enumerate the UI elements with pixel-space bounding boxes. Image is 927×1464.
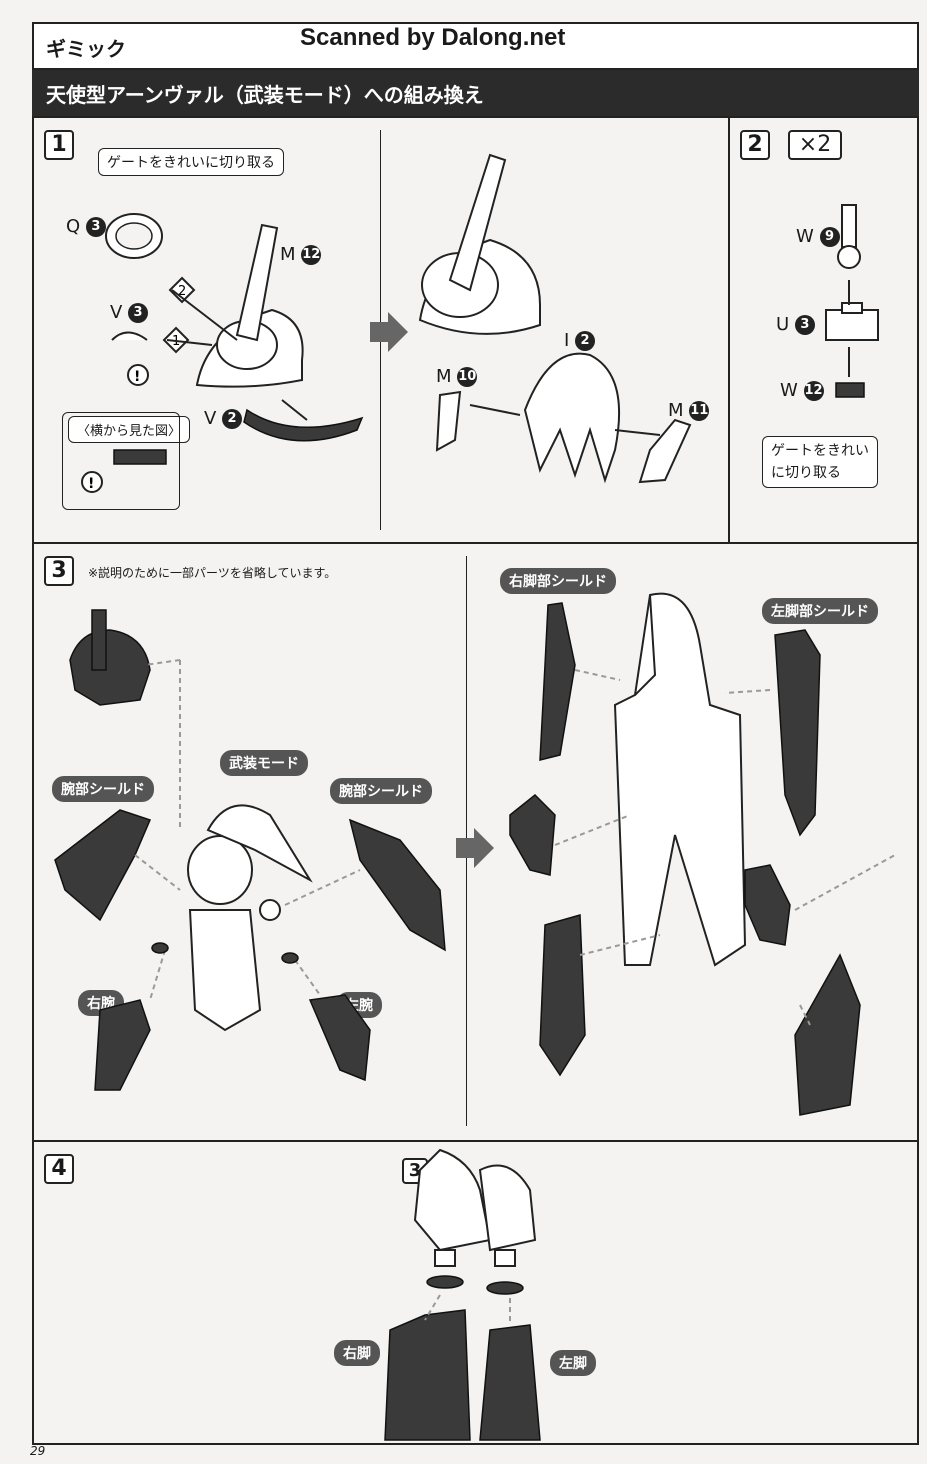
part-label-m12: M 12 xyxy=(280,244,322,265)
section-header: ギミック Scanned by Dalong.net xyxy=(32,22,919,70)
label-armed-mode: 武装モード xyxy=(220,750,308,776)
part-label-v3: V 3 xyxy=(110,302,149,323)
step-2-number: 2 xyxy=(740,130,770,160)
step3-note: ※説明のために一部パーツを省略しています。 xyxy=(88,566,337,580)
label-left-leg-shield: 左脚部シールド xyxy=(762,598,878,624)
step3-left-illustration xyxy=(54,609,446,1091)
page-number: 29 xyxy=(30,1444,46,1458)
part-label-m11: M 11 xyxy=(668,400,710,421)
section-title: ギミック xyxy=(46,37,126,61)
part-label-q3: Q 3 xyxy=(66,216,106,237)
label-left-leg: 左脚 xyxy=(550,1350,596,1376)
label-right-leg-shield: 右脚部シールド xyxy=(500,568,616,594)
part-label-v2: V 2 xyxy=(204,408,243,429)
part-label-w9: W 9 xyxy=(796,226,840,247)
step-arrow xyxy=(370,312,408,352)
side-view-callout: 〈横から見た図〉 xyxy=(68,416,191,443)
subtitle-bar: 天使型アーンヴァル（武装モード）への組み換え xyxy=(32,70,919,116)
part-label-m10: M 10 xyxy=(436,366,478,387)
instructions-frame xyxy=(32,116,919,1445)
step1-right-illustration xyxy=(418,153,692,484)
part-label-u3: U 3 xyxy=(776,314,815,335)
divider xyxy=(728,116,730,543)
label-arm-shield-left: 腕部シールド xyxy=(330,778,432,804)
divider xyxy=(32,1140,919,1142)
part-label-i2: I 2 xyxy=(564,330,596,351)
step2-illustration xyxy=(825,204,879,398)
step3-right-illustration xyxy=(509,592,896,1116)
side-view-box xyxy=(62,412,180,510)
step-arrow xyxy=(456,828,494,868)
divider xyxy=(32,542,919,544)
step-1-number: 1 xyxy=(44,130,74,160)
svg-text:2: 2 xyxy=(178,284,186,299)
svg-text:!: ! xyxy=(134,369,140,385)
gate-callout: ゲートをきれいに切り取る xyxy=(98,148,284,176)
gate-callout-step2: ゲートをきれいに切り取る xyxy=(762,436,878,488)
scan-credit: Scanned by Dalong.net xyxy=(300,24,566,51)
svg-text:!: ! xyxy=(88,476,94,492)
step-3-number: 3 xyxy=(44,556,74,586)
label-arm-shield-right: 腕部シールド xyxy=(52,776,154,802)
part-label-w12: W 12 xyxy=(780,380,824,401)
step-4-number: 4 xyxy=(44,1154,74,1184)
multiplier-badge: ×2 xyxy=(788,130,842,160)
step4-illustration xyxy=(384,1148,541,1441)
step1-left-illustration: 2 1 ! ! xyxy=(81,213,364,493)
subtitle: 天使型アーンヴァル（武装モード）への組み換え xyxy=(46,83,484,107)
label-right-leg: 右脚 xyxy=(334,1340,380,1366)
